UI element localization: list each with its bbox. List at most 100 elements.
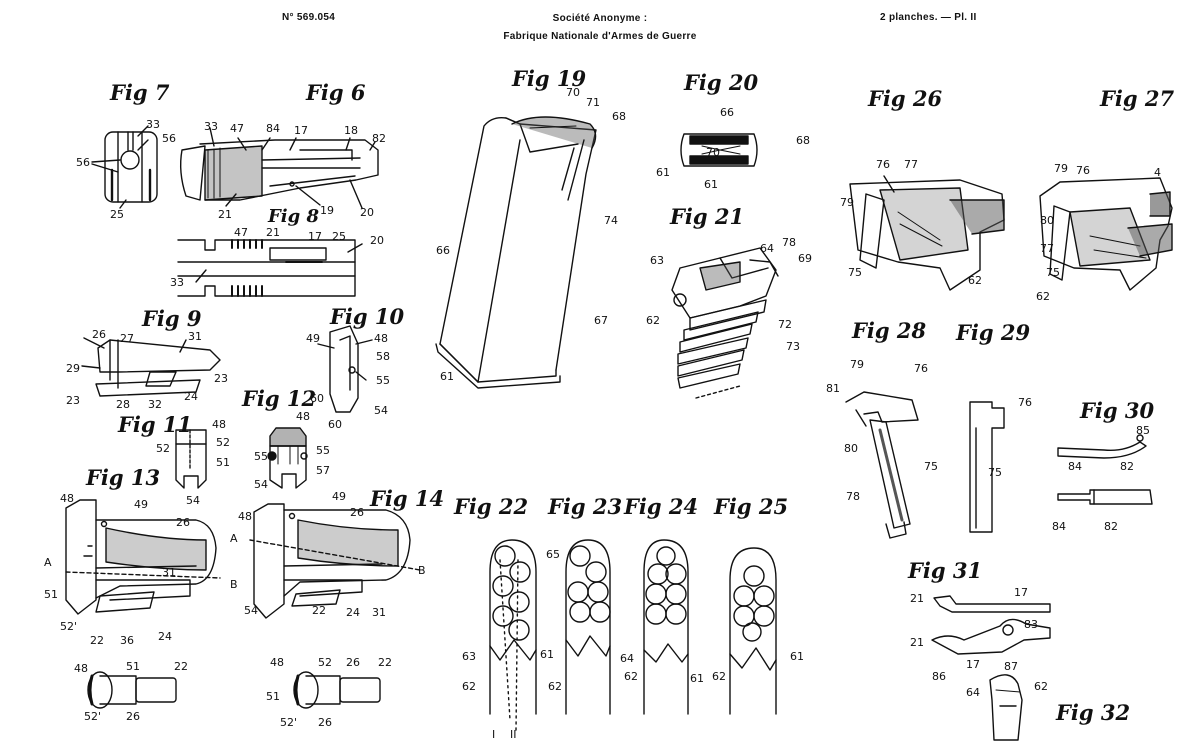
ref-82: 82 [1120,460,1134,473]
ref-52p: 52' [84,710,101,723]
fig-21-drawing [671,247,779,399]
ref-49: 49 [332,490,346,503]
ref-78: 78 [846,490,860,503]
ref-24: 24 [184,390,198,403]
ref-62: 62 [624,670,638,683]
fig-19-title: Fig 19 [512,66,587,91]
ref-54: 54 [254,478,268,491]
ref-82: 82 [372,132,386,145]
ref-60: 60 [328,418,342,431]
fig-6-title: Fig 6 [306,80,366,105]
ref-33: 33 [170,276,184,289]
ref-83: 83 [1024,618,1038,631]
ref-52: 52 [156,442,170,455]
ref-78: 78 [782,236,796,249]
ref-33: 33 [204,120,218,133]
ref-21: 21 [910,592,924,605]
ref-75: 75 [848,266,862,279]
ref-26: 26 [346,656,360,669]
ref-84: 84 [266,122,280,135]
ref-66: 66 [436,244,450,257]
ref-31: 31 [372,606,386,619]
fig-24-drawing [643,539,689,715]
ref-17: 17 [308,230,322,243]
ref-62: 62 [712,670,726,683]
ref-60: 60 [310,392,324,405]
ref-64: 64 [966,686,980,699]
ref-31: 31 [162,566,176,579]
fig-31-drawing [931,595,1051,655]
ref-22: 22 [312,604,326,617]
ref-70: 70 [706,146,720,159]
ref-76: 76 [1076,164,1090,177]
ref-17: 17 [966,658,980,671]
ref-51: 51 [44,588,58,601]
ref-52: 52 [216,436,230,449]
ref-25: 25 [110,208,124,221]
ref-80: 80 [1040,214,1054,227]
ref-36: 36 [120,634,134,647]
ref-69: 69 [798,252,812,265]
ref-24: 24 [158,630,172,643]
ref-77: 77 [1040,242,1054,255]
ref-21: 21 [218,208,232,221]
ref-22: 22 [378,656,392,669]
ref-73: 73 [786,340,800,353]
ref-25: 25 [332,230,346,243]
ref-61: 61 [656,166,670,179]
ref-48: 48 [374,332,388,345]
ref-79: 79 [850,358,864,371]
fig-13-title: Fig 13 [86,465,161,490]
ref-56: 56 [76,156,90,169]
ref-62: 62 [462,680,476,693]
fig-9-title: Fig 9 [142,306,202,331]
fig-12-title: Fig 12 [242,386,317,411]
ref-51: 51 [126,660,140,673]
fig-27-drawing [1039,177,1173,291]
fig-8-title: Fig 8 [268,206,319,227]
fig-11-drawing [175,429,207,489]
ref-57: 57 [316,464,330,477]
fig-10-title: Fig 10 [330,304,405,329]
fig-28-title: Fig 28 [852,318,927,343]
ref-21: 21 [266,226,280,239]
ref-52p: 52' [60,620,77,633]
ref-61: 61 [690,672,704,685]
ref-65: 65 [546,548,560,561]
ref-76: 76 [876,158,890,171]
ref-64: 64 [620,652,634,665]
ref-75: 75 [988,466,1002,479]
ref-22: 22 [174,660,188,673]
ref-48: 48 [270,656,284,669]
ref-B: B [230,578,238,591]
ref-70: 70 [566,86,580,99]
fig-30-title: Fig 30 [1080,398,1155,423]
ref-62: 62 [548,680,562,693]
ref-68: 68 [612,110,626,123]
ref-31: 31 [188,330,202,343]
ref-29: 29 [66,362,80,375]
fig-28-drawing [845,391,919,539]
fig-13-drawing [65,499,221,615]
ref-68: 68 [796,134,810,147]
ref-84: 84 [1052,520,1066,533]
ref-51: 51 [266,690,280,703]
ref-47: 47 [234,226,248,239]
fig-11-title: Fig 11 [118,412,193,437]
fig-27-title: Fig 27 [1100,86,1175,111]
ref-54: 54 [244,604,258,617]
ref-32: 32 [148,398,162,411]
ref-33: 33 [146,118,160,131]
fig-20-title: Fig 20 [684,70,759,95]
ref-26: 26 [126,710,140,723]
ref-54: 54 [374,404,388,417]
ref-52p: 52' [280,716,297,729]
ref-23: 23 [214,372,228,385]
ref-55: 55 [254,450,268,463]
fig-21-title: Fig 21 [670,204,745,229]
ref-51: 51 [216,456,230,469]
ref-82: 82 [1104,520,1118,533]
ref-79: 79 [840,196,854,209]
ref-23: 23 [66,394,80,407]
